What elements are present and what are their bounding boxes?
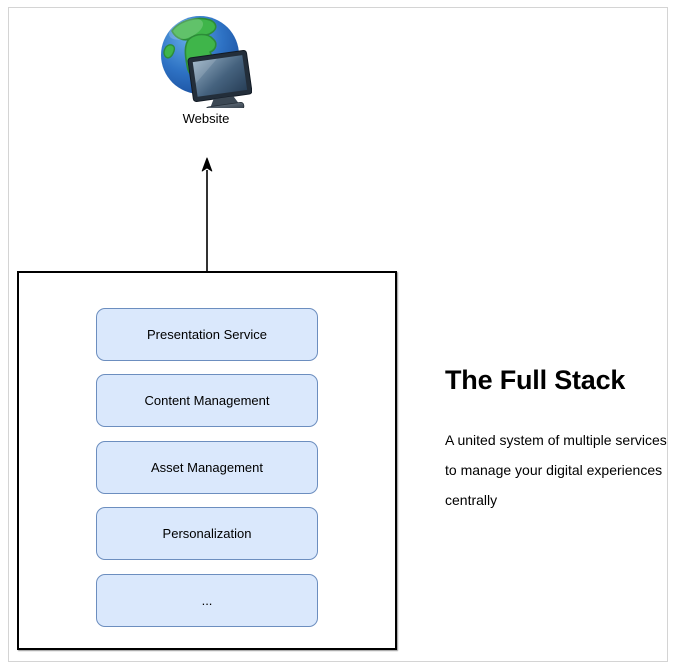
- description-title: The Full Stack: [445, 365, 626, 395]
- stack-box-personalization: Personalization: [96, 507, 318, 560]
- stack-box-content-management: Content Management: [96, 374, 318, 427]
- stack-box-presentation-service: Presentation Service: [96, 308, 318, 361]
- description-line: centrally: [445, 492, 498, 508]
- stack-box-label: Personalization: [162, 526, 252, 541]
- description-block: The Full Stack A united system of multip…: [445, 364, 670, 515]
- description-line: A united system of multiple services: [445, 432, 667, 448]
- stack-box-asset-management: Asset Management: [96, 441, 318, 494]
- globe-monitor-icon: [161, 16, 252, 108]
- description-body: A united system of multiple services to …: [445, 425, 670, 515]
- stack-box-label: ...: [201, 593, 213, 608]
- website-label: Website: [182, 111, 230, 126]
- stack-box-label: Content Management: [144, 393, 270, 408]
- stack-box-label: Presentation Service: [147, 327, 267, 342]
- connector-arrow: [201, 157, 213, 273]
- website-node: Website: [160, 14, 252, 126]
- stack-box-label: Asset Management: [150, 460, 263, 475]
- description-line: to manage your digital experiences: [445, 462, 663, 478]
- stack-box-ellipsis: ...: [96, 574, 318, 627]
